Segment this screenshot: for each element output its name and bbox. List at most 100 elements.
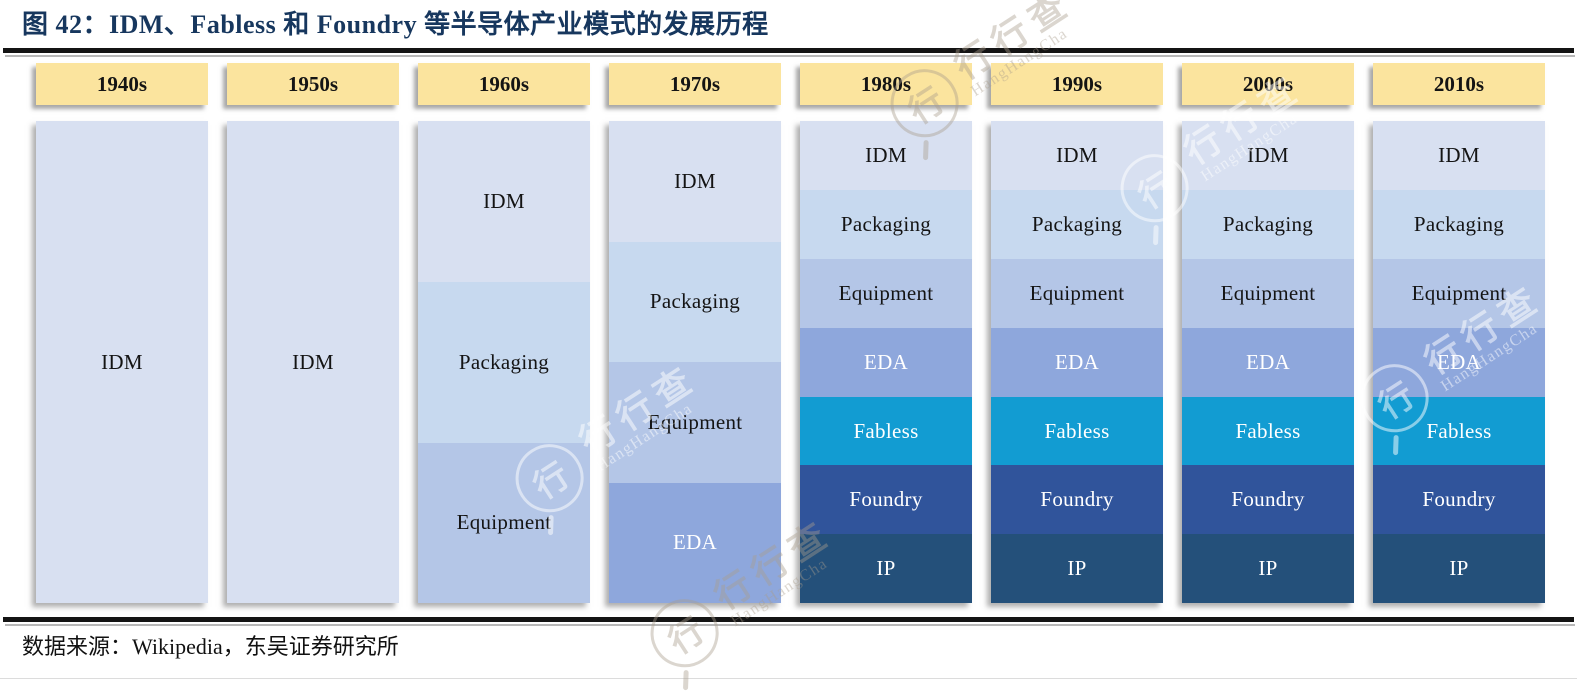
title-rule [3,48,1575,58]
decade-header-row: 1940s 1950s 1960s 1970s 1980s 1990s 2000s 2010s [36,63,1545,106]
segment-equipment: Equipment [1373,258,1545,328]
segment-eda: EDA [800,327,972,397]
segment-label: IDM [865,143,907,168]
segment-foundry: Foundry [1373,465,1545,535]
segment-fabless: Fabless [800,396,972,466]
segment-eda: EDA [1182,327,1354,397]
segment-label: Foundry [1231,487,1305,512]
segment-label: Equipment [1411,280,1507,305]
decade-label: 1950s [287,71,339,96]
segment-label: IP [1067,556,1087,581]
segment-label: EDA [863,349,909,374]
segment-foundry: Foundry [1182,465,1354,535]
segment-fabless: Fabless [991,396,1163,466]
decade-label: 2010s [1433,71,1485,96]
decade-header-1940s: 1940s [36,63,208,106]
segment-label: IDM [1056,143,1098,168]
decade-label: 2000s [1242,71,1294,96]
segment-label: Fabless [1235,418,1301,443]
segment-label: IDM [483,189,525,214]
segment-ip: IP [800,534,972,604]
segment-label: Equipment [838,280,934,305]
segment-label: Packaging [840,211,932,236]
decade-header-1970s: 1970s [609,63,781,106]
segment-label: Packaging [1222,211,1314,236]
segment-idm: IDM [1373,121,1545,191]
decade-label: 1990s [1051,71,1103,96]
segment-label: IP [1449,556,1469,581]
segment-label: EDA [1054,349,1100,374]
decade-header-1950s: 1950s [227,63,399,106]
segment-idm: IDM [418,121,590,282]
segment-eda: EDA [991,327,1163,397]
segment-idm: IDM [36,121,208,604]
segment-foundry: Foundry [800,465,972,535]
decade-header-1990s: 1990s [991,63,1163,106]
segment-fabless: Fabless [1182,396,1354,466]
segment-ip: IP [991,534,1163,604]
segment-label: Equipment [1220,280,1316,305]
segment-label: Packaging [1031,211,1123,236]
segment-packaging: Packaging [800,190,972,259]
segment-eda: EDA [1373,327,1545,397]
segment-packaging: Packaging [1182,190,1354,259]
decade-label: 1960s [478,71,530,96]
segment-label: IDM [1247,143,1289,168]
segment-equipment: Equipment [418,442,590,604]
decade-label: 1940s [96,71,148,96]
segment-label: EDA [1245,349,1291,374]
segment-packaging: Packaging [1373,190,1545,259]
footer-rule [3,617,1575,627]
segment-label: Packaging [458,349,550,374]
segment-label: Equipment [1029,280,1125,305]
segment-eda: EDA [609,482,781,604]
segment-label: Packaging [649,289,741,314]
segment-idm: IDM [609,121,781,242]
bottom-hairline [0,678,1577,679]
segment-label: Fabless [1426,418,1492,443]
segment-label: IDM [101,349,143,374]
segment-label: IDM [292,349,334,374]
segment-ip: IP [1373,534,1545,604]
segment-label: Foundry [1422,487,1496,512]
segment-equipment: Equipment [800,258,972,328]
decade-label: 1980s [860,71,912,96]
data-source-note: 数据来源：Wikipedia，东吴证券研究所 [22,634,399,660]
figure-title: 图 42：IDM、Fabless 和 Foundry 等半导体产业模式的发展历程 [22,10,769,39]
decade-header-2010s: 2010s [1373,63,1545,106]
segment-idm: IDM [991,121,1163,191]
segment-ip: IP [1182,534,1354,604]
segment-label: Foundry [1040,487,1114,512]
column-1940s: IDM [36,121,208,604]
decade-header-1960s: 1960s [418,63,590,106]
segment-equipment: Equipment [991,258,1163,328]
segment-packaging: Packaging [418,281,590,443]
segment-fabless: Fabless [1373,396,1545,466]
segment-label: Equipment [456,510,552,535]
segment-packaging: Packaging [609,241,781,363]
segment-equipment: Equipment [609,362,781,483]
segment-idm: IDM [1182,121,1354,191]
segment-label: Fabless [1044,418,1110,443]
segment-label: EDA [1436,349,1482,374]
segment-foundry: Foundry [991,465,1163,535]
decade-header-2000s: 2000s [1182,63,1354,106]
decade-header-1980s: 1980s [800,63,972,106]
segment-label: Packaging [1413,211,1505,236]
segment-label: IDM [1438,143,1480,168]
segment-label: Equipment [647,409,743,434]
segment-label: IDM [674,168,716,193]
segment-equipment: Equipment [1182,258,1354,328]
segment-label: IP [1258,556,1278,581]
segment-label: EDA [672,530,718,555]
segment-idm: IDM [800,121,972,191]
segment-packaging: Packaging [991,190,1163,259]
segment-label: Fabless [853,418,919,443]
industry-model-timeline: 1940s 1950s 1960s 1970s 1980s 1990s 2000s 2010s… [36,63,1545,604]
